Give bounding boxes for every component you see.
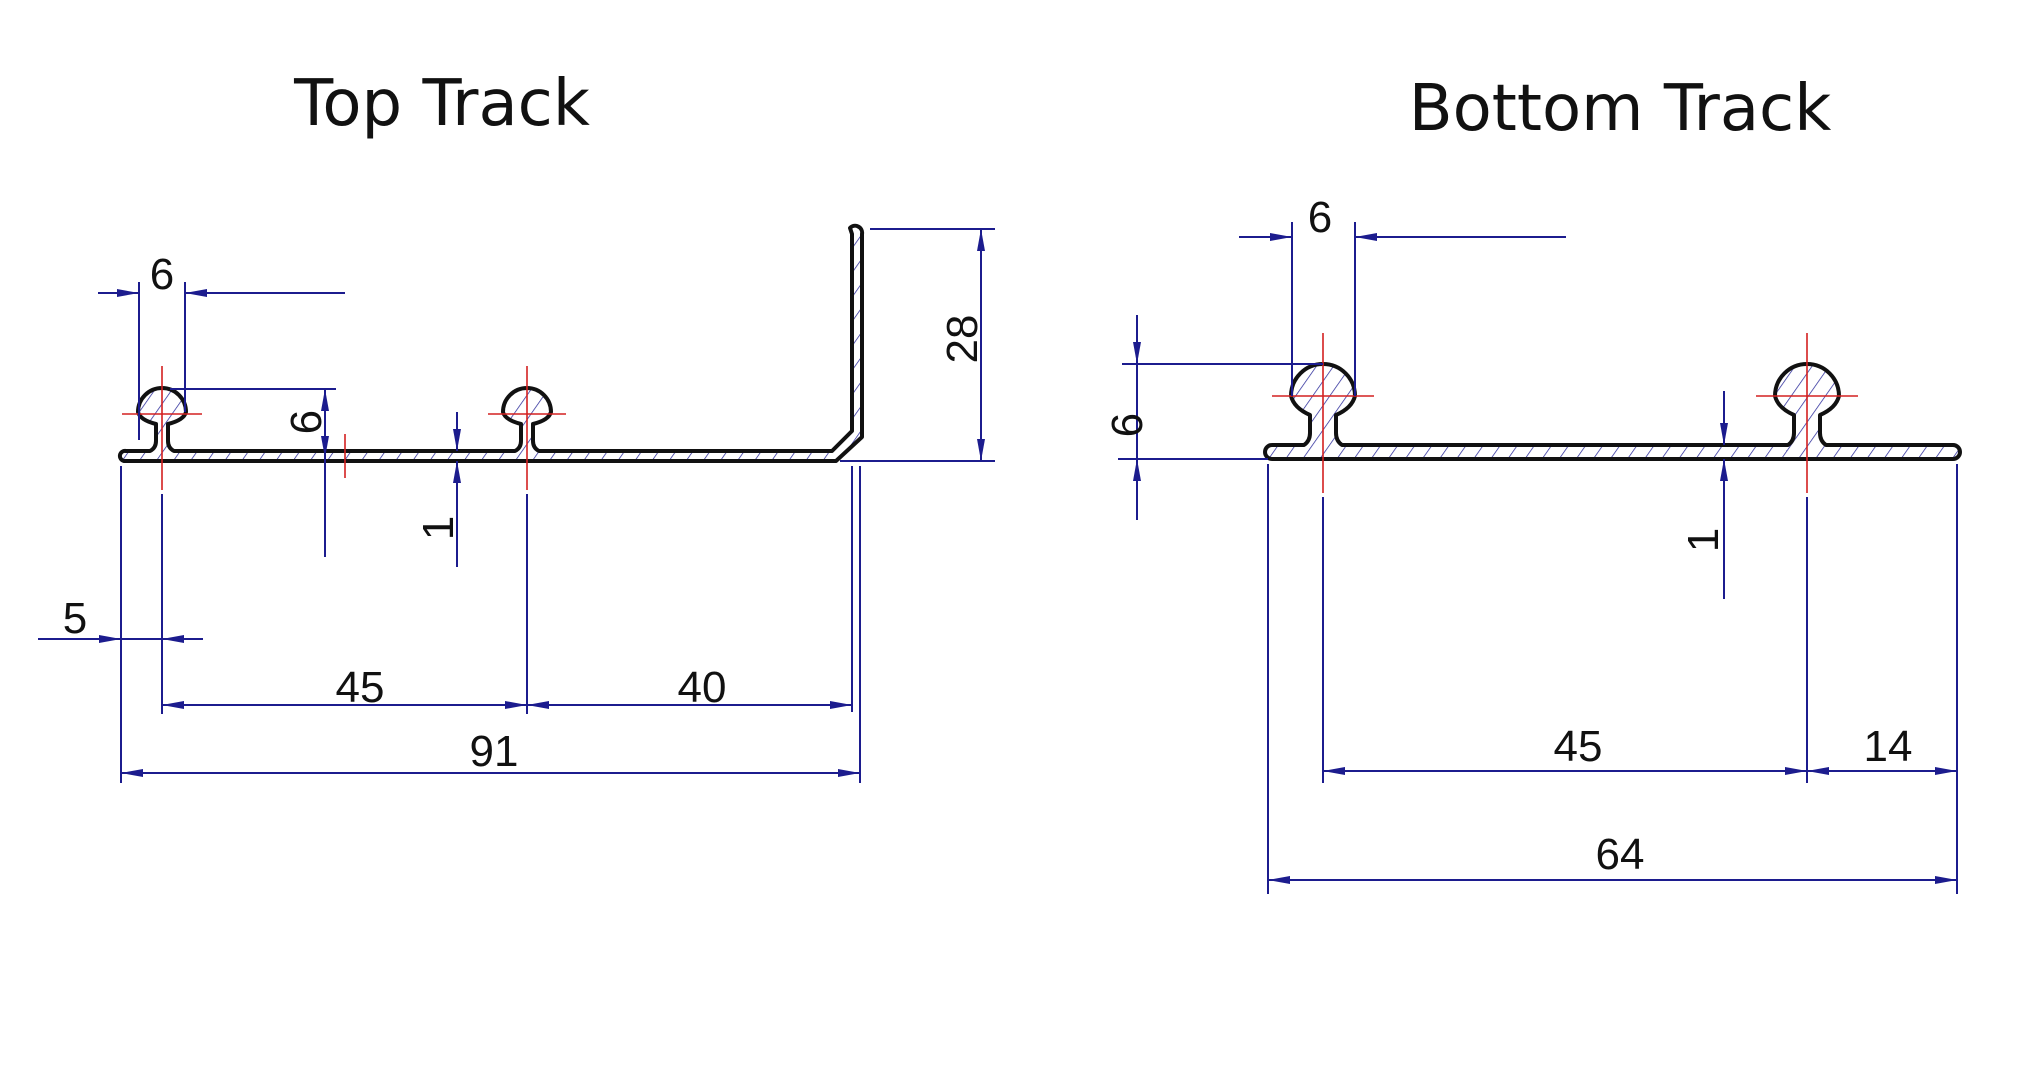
bottom-stud-width-label: 6 [1308,193,1332,242]
top-track-centerlines [122,366,566,490]
top-track-drawing: Top Track 6 9 1 [38,67,995,783]
bottom-track-drawing: Bottom Track 6 9 1 [1102,72,1962,894]
bottom-stud-height-label: 9 [1102,413,1151,437]
top-track-dimensions: 6 9 1 5 45 40 [38,228,995,783]
bottom-overall-width-label: 64 [1596,830,1645,879]
bottom-track-dimensions: 6 9 1 45 14 64 [1102,193,1958,894]
top-stud-spacing-label: 45 [336,663,385,712]
bottom-track-profile [1263,362,1962,461]
bottom-thickness-label: 1 [1679,528,1728,552]
top-thickness-label: 1 [414,516,463,540]
top-stud-width-label: 6 [150,250,174,299]
top-edge-offset-label: 5 [63,594,87,643]
bottom-track-centerlines [1272,333,1858,493]
top-track-profile [117,223,865,463]
top-overall-width-label: 91 [470,727,519,776]
top-wall-height-label: 28 [938,315,987,364]
top-stud-height-label: 9 [281,410,330,434]
top-stud-to-wall-label: 40 [678,663,727,712]
bottom-stud-to-edge-label: 14 [1864,722,1913,771]
bottom-stud-spacing-label: 45 [1554,722,1603,771]
bottom-track-title: Bottom Track [1409,72,1832,146]
top-track-title: Top Track [293,67,590,141]
